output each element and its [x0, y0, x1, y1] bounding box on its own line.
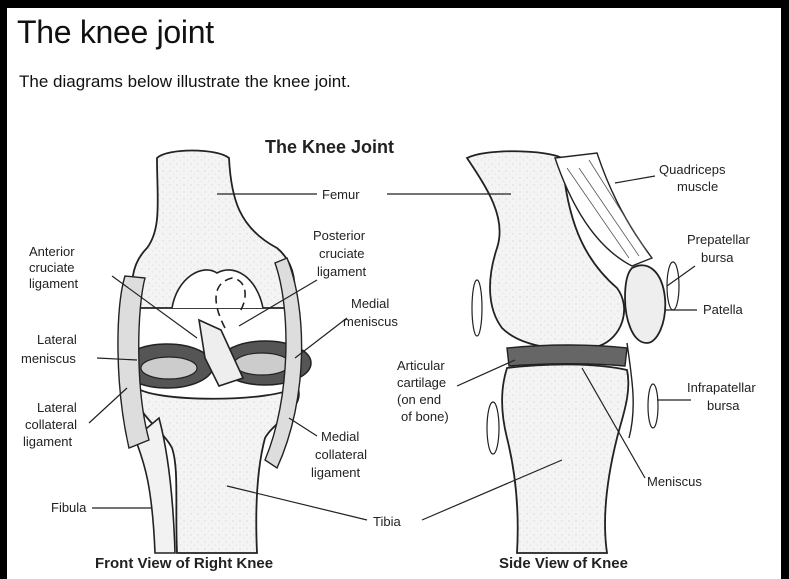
side-view-knee — [467, 151, 679, 553]
svg-text:Medial: Medial — [321, 429, 359, 444]
label-patella: Patella — [703, 302, 744, 317]
label-quadriceps: Quadriceps muscle — [659, 162, 726, 194]
label-fibula: Fibula — [51, 500, 87, 515]
svg-text:ligament: ligament — [311, 465, 361, 480]
svg-text:of bone): of bone) — [401, 409, 449, 424]
svg-text:cruciate: cruciate — [319, 246, 365, 261]
label-articular: Articular cartilage (on end of bone) — [397, 358, 449, 424]
svg-text:(on end: (on end — [397, 392, 441, 407]
label-infrapatellar: Infrapatellar bursa — [687, 380, 756, 413]
front-view-caption: Front View of Right Knee — [95, 555, 273, 572]
svg-text:ligament: ligament — [317, 264, 367, 279]
svg-text:Posterior: Posterior — [313, 228, 366, 243]
svg-text:bursa: bursa — [701, 250, 734, 265]
front-view-knee — [118, 151, 311, 554]
svg-text:cruciate: cruciate — [29, 260, 75, 275]
diagram-title: The Knee Joint — [265, 137, 394, 157]
svg-text:Anterior: Anterior — [29, 244, 75, 259]
svg-text:collateral: collateral — [25, 417, 77, 432]
svg-text:Infrapatellar: Infrapatellar — [687, 380, 756, 395]
svg-text:Articular: Articular — [397, 358, 445, 373]
tibia-bone-side — [502, 364, 628, 553]
label-lateral-meniscus: Lateral meniscus — [21, 332, 77, 366]
svg-text:Prepatellar: Prepatellar — [687, 232, 751, 247]
label-prepatellar: Prepatellar bursa — [687, 232, 751, 265]
svg-text:bursa: bursa — [707, 398, 740, 413]
content-panel: The knee joint The diagrams below illust… — [7, 8, 781, 579]
svg-text:cartilage: cartilage — [397, 375, 446, 390]
label-meniscus: Meniscus — [647, 474, 702, 489]
label-lateral-collateral: Lateral collateral ligament — [23, 400, 77, 449]
label-pcl: Posterior cruciate ligament — [313, 228, 367, 279]
label-medial-collateral: Medial collateral ligament — [311, 429, 367, 480]
meniscus-side-shape — [507, 345, 627, 366]
patella-shape — [625, 265, 665, 343]
svg-text:meniscus: meniscus — [21, 351, 76, 366]
knee-diagram: The Knee Joint — [7, 8, 781, 579]
label-tibia: Tibia — [373, 514, 401, 529]
svg-text:collateral: collateral — [315, 447, 367, 462]
svg-text:ligament: ligament — [29, 276, 79, 291]
svg-text:Medial: Medial — [351, 296, 389, 311]
label-acl: Anterior cruciate ligament — [29, 244, 79, 291]
svg-text:Lateral: Lateral — [37, 400, 77, 415]
svg-text:muscle: muscle — [677, 179, 718, 194]
side-view-caption: Side View of Knee — [499, 555, 628, 572]
svg-text:Lateral: Lateral — [37, 332, 77, 347]
svg-text:Quadriceps: Quadriceps — [659, 162, 726, 177]
label-medial-meniscus: Medial meniscus — [343, 296, 398, 329]
label-femur: Femur — [322, 187, 360, 202]
svg-text:meniscus: meniscus — [343, 314, 398, 329]
svg-text:ligament: ligament — [23, 434, 73, 449]
